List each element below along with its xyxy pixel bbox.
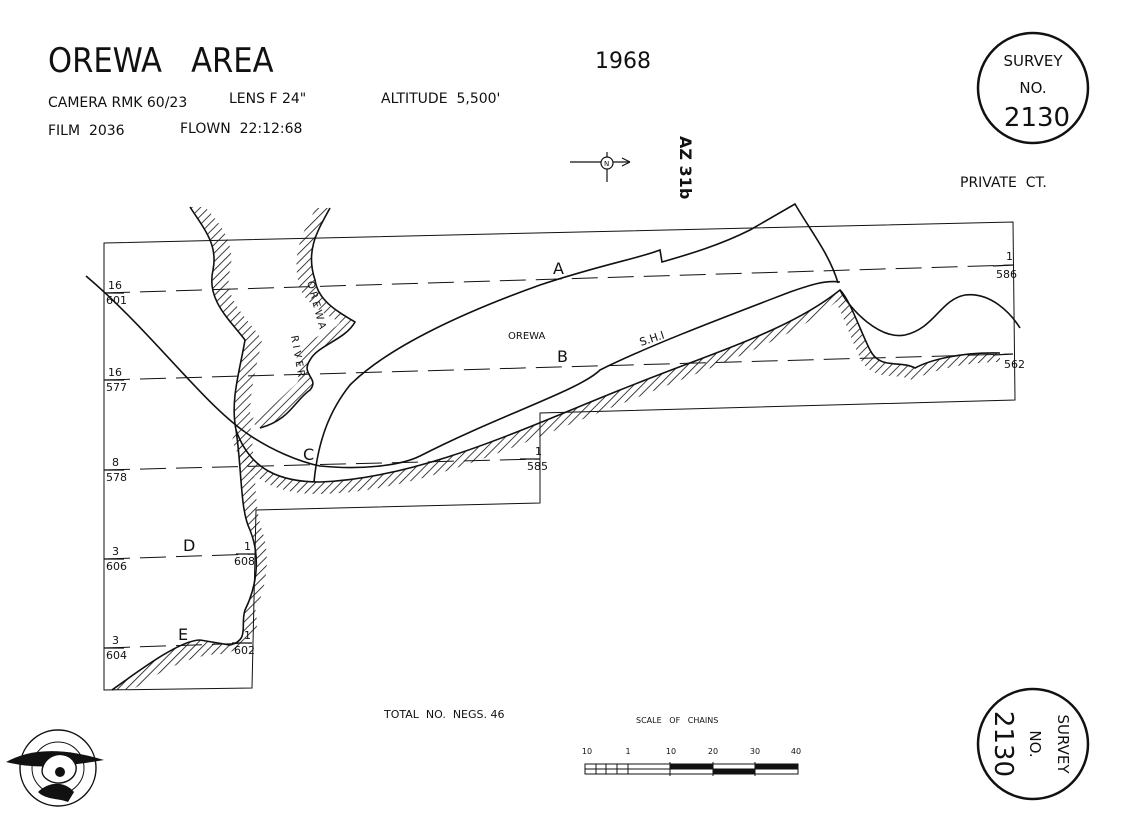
lens-label: LENS F 24" xyxy=(229,91,306,107)
scale-bar xyxy=(584,762,799,776)
river-label-2: RIVER xyxy=(288,335,307,381)
run-letter: E xyxy=(178,625,188,644)
run-left-bottom: 577 xyxy=(106,381,127,394)
run-left-labels: 16 601 16 577 8 578 3 606 3 604 xyxy=(106,279,127,662)
run-right-labels: 1 586 562 1 585 1 608 1 602 xyxy=(234,250,1025,657)
run-right-bottom: 562 xyxy=(1004,358,1025,371)
survey-badge-top: SURVEY NO. 2130 xyxy=(976,31,1090,145)
run-left-top: 3 xyxy=(112,634,119,647)
run-letter: A xyxy=(553,259,564,278)
run-line-e xyxy=(103,642,253,649)
flight-runs xyxy=(103,264,1014,649)
scale-tick-labels: 10 1 10 20 30 40 xyxy=(582,747,801,756)
survey-badge-line2: NO. xyxy=(1026,730,1044,757)
camera-label: CAMERA RMK 60/23 xyxy=(48,95,187,111)
coastline xyxy=(111,206,1021,691)
scale-tick: 10 xyxy=(666,747,676,756)
survey-badge-number: 2130 xyxy=(1004,103,1070,133)
svg-text:N: N xyxy=(604,160,609,168)
run-letter: D xyxy=(183,536,195,555)
run-line-d xyxy=(103,553,257,560)
map-title: OREWA AREA xyxy=(48,41,274,81)
run-left-top: 16 xyxy=(108,279,122,292)
run-letters: A B C D E xyxy=(178,259,568,644)
scale-tick: 30 xyxy=(750,747,760,756)
run-left-bottom: 578 xyxy=(106,471,127,484)
survey-badge-line1: SURVEY xyxy=(1054,714,1072,774)
film-label: FILM 2036 xyxy=(48,123,125,139)
company-logo xyxy=(6,729,104,807)
run-right-top: 1 xyxy=(244,629,251,642)
run-right-bottom: 586 xyxy=(996,268,1017,281)
scale-tick: 40 xyxy=(791,747,801,756)
scale-tick: 1 xyxy=(625,747,630,756)
private-label: PRIVATE CT. xyxy=(960,175,1047,191)
run-letter: C xyxy=(303,445,314,464)
run-end-markers xyxy=(104,264,1014,649)
year-label: 1968 xyxy=(595,49,651,74)
run-right-top: 1 xyxy=(244,540,251,553)
run-left-top: 8 xyxy=(112,456,119,469)
orewa-township xyxy=(85,202,841,483)
run-right-top: 1 xyxy=(535,445,542,458)
scale-tick: 20 xyxy=(708,747,718,756)
survey-badge-number: 2130 xyxy=(988,711,1018,777)
run-right-bottom: 585 xyxy=(527,460,548,473)
survey-badge-line2: NO. xyxy=(1019,79,1046,97)
survey-badge-bottom: SURVEY NO. 2130 xyxy=(976,687,1090,801)
run-right-bottom: 602 xyxy=(234,644,255,657)
run-left-bottom: 606 xyxy=(106,560,127,573)
scale-title: SCALE OF CHAINS xyxy=(636,716,718,725)
altitude-label: ALTITUDE 5,500' xyxy=(381,91,500,107)
run-left-bottom: 601 xyxy=(106,294,127,307)
run-left-top: 16 xyxy=(108,366,122,379)
az-label: AZ 31b xyxy=(676,136,695,199)
run-right-bottom: 608 xyxy=(234,555,255,568)
run-line-c xyxy=(103,458,541,471)
place-label-orewa: OREWA xyxy=(508,331,545,342)
run-letter: B xyxy=(557,347,568,366)
run-left-bottom: 604 xyxy=(106,649,127,662)
compass-icon: N xyxy=(570,152,631,182)
scale-tick: 10 xyxy=(582,747,592,756)
run-left-top: 3 xyxy=(112,545,119,558)
run-line-b xyxy=(103,353,1014,381)
run-right-top: 1 xyxy=(1006,250,1013,263)
total-negs-label: TOTAL NO. NEGS. 46 xyxy=(383,708,505,721)
run-line-a xyxy=(103,264,1014,294)
flown-label: FLOWN 22:12:68 xyxy=(180,121,302,137)
coverage-frames xyxy=(103,221,1016,691)
survey-badge-line1: SURVEY xyxy=(1003,52,1063,70)
